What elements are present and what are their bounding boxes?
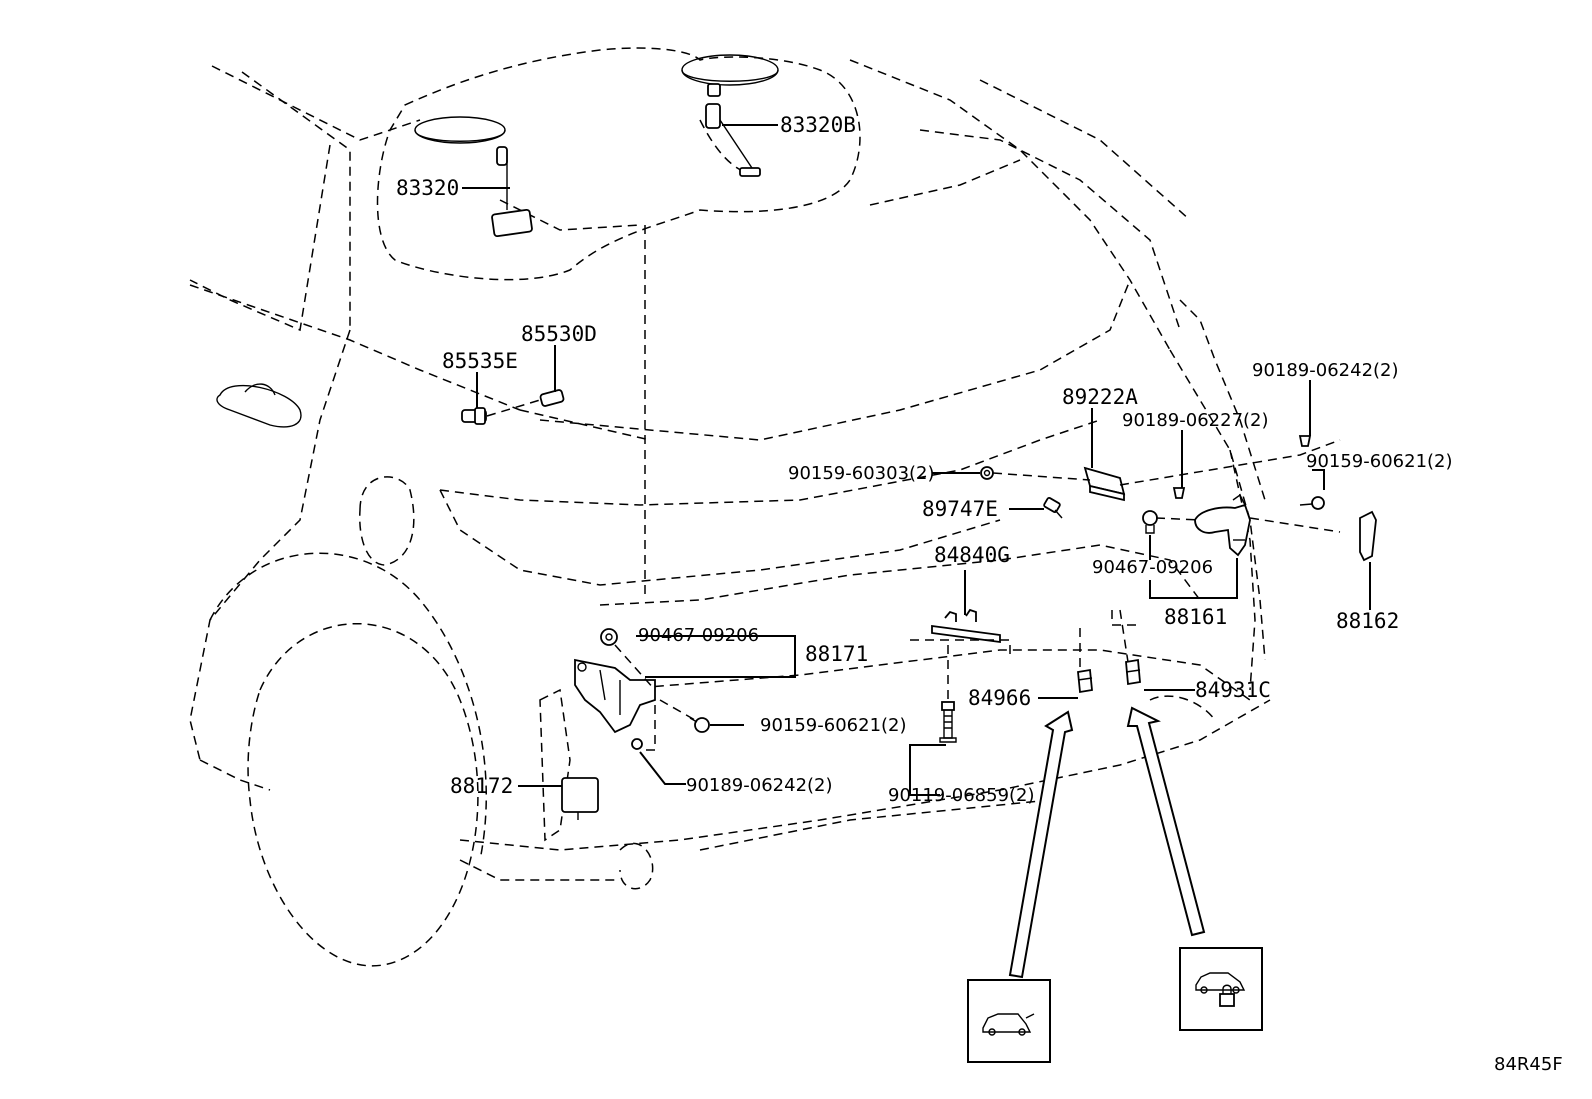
lock-assembly-88161 [1194, 493, 1251, 557]
label-88171: 88171 [805, 642, 868, 666]
callout-arrows [1008, 706, 1206, 979]
label-90467-09206-left: 90467-09206 [638, 625, 759, 646]
screw-90159-60621-right [1299, 496, 1325, 510]
connector-89747E [1043, 497, 1063, 519]
module-88172 [561, 777, 599, 820]
label-90189-06242-top: 90189-06242(2) [1252, 360, 1399, 381]
label-90159-60303: 90159-60303(2) [788, 463, 935, 484]
label-90119-06859: 90119-06859(2) [888, 785, 1035, 806]
label-88161: 88161 [1164, 605, 1227, 629]
label-85530D: 85530D [521, 322, 597, 346]
bushing-90467-09206-right [1142, 510, 1158, 534]
vehicle-rear-open-icon [982, 1013, 1035, 1036]
label-88162: 88162 [1336, 609, 1399, 633]
clip-90189-06242-left [631, 738, 643, 750]
connector-85535E [461, 407, 487, 425]
label-90159-60621-left: 90159-60621(2) [760, 715, 907, 736]
callout-box-open [967, 979, 1051, 1063]
fuel-tank-outline [376, 47, 861, 281]
bolt-90119-06859 [939, 701, 957, 743]
label-84966: 84966 [968, 686, 1031, 710]
sensor-89222A [1083, 466, 1126, 502]
screw-90159-60621-left [689, 717, 710, 733]
label-83320B: 83320B [780, 113, 856, 137]
callout-box-lock [1179, 947, 1263, 1031]
switch-84931C [1125, 658, 1141, 686]
label-90189-06242-left: 90189-06242(2) [686, 775, 833, 796]
leader-lines [462, 124, 1371, 796]
bushing-90467-09206-left [600, 628, 618, 646]
label-88172: 88172 [450, 774, 513, 798]
handle-84840G [931, 608, 1001, 644]
label-84931C: 84931C [1195, 678, 1271, 702]
key-fob-88162 [1359, 510, 1377, 562]
label-85535E: 85535E [442, 349, 518, 373]
switch-84966 [1077, 668, 1093, 694]
clip-90159-60303 [980, 466, 994, 480]
vehicle-lock-icon [1195, 972, 1246, 1007]
label-89222A: 89222A [1062, 385, 1138, 409]
clip-90189-06227 [1172, 487, 1186, 499]
part-labels: 83320B 83320 85535E 85530D 89222A 90189-… [396, 113, 1563, 1075]
label-84840G: 84840G [934, 543, 1010, 567]
label-90189-06227: 90189-06227(2) [1122, 410, 1269, 431]
bracket-88171 [574, 658, 656, 734]
assembly-lines [614, 439, 1341, 751]
clip-90189-06242-top [1298, 435, 1312, 447]
vehicle-body-outline [189, 59, 1271, 967]
diagram-code: 84R45F [1494, 1054, 1563, 1075]
label-89747E: 89747E [922, 497, 998, 521]
label-90159-60621-right: 90159-60621(2) [1306, 451, 1453, 472]
fuel-sender-83320 [491, 146, 533, 238]
fuel-sender-83320B [705, 83, 761, 177]
label-83320: 83320 [396, 176, 459, 200]
label-90467-09206-right: 90467-09206 [1092, 557, 1213, 578]
connector-85530D [539, 389, 565, 407]
